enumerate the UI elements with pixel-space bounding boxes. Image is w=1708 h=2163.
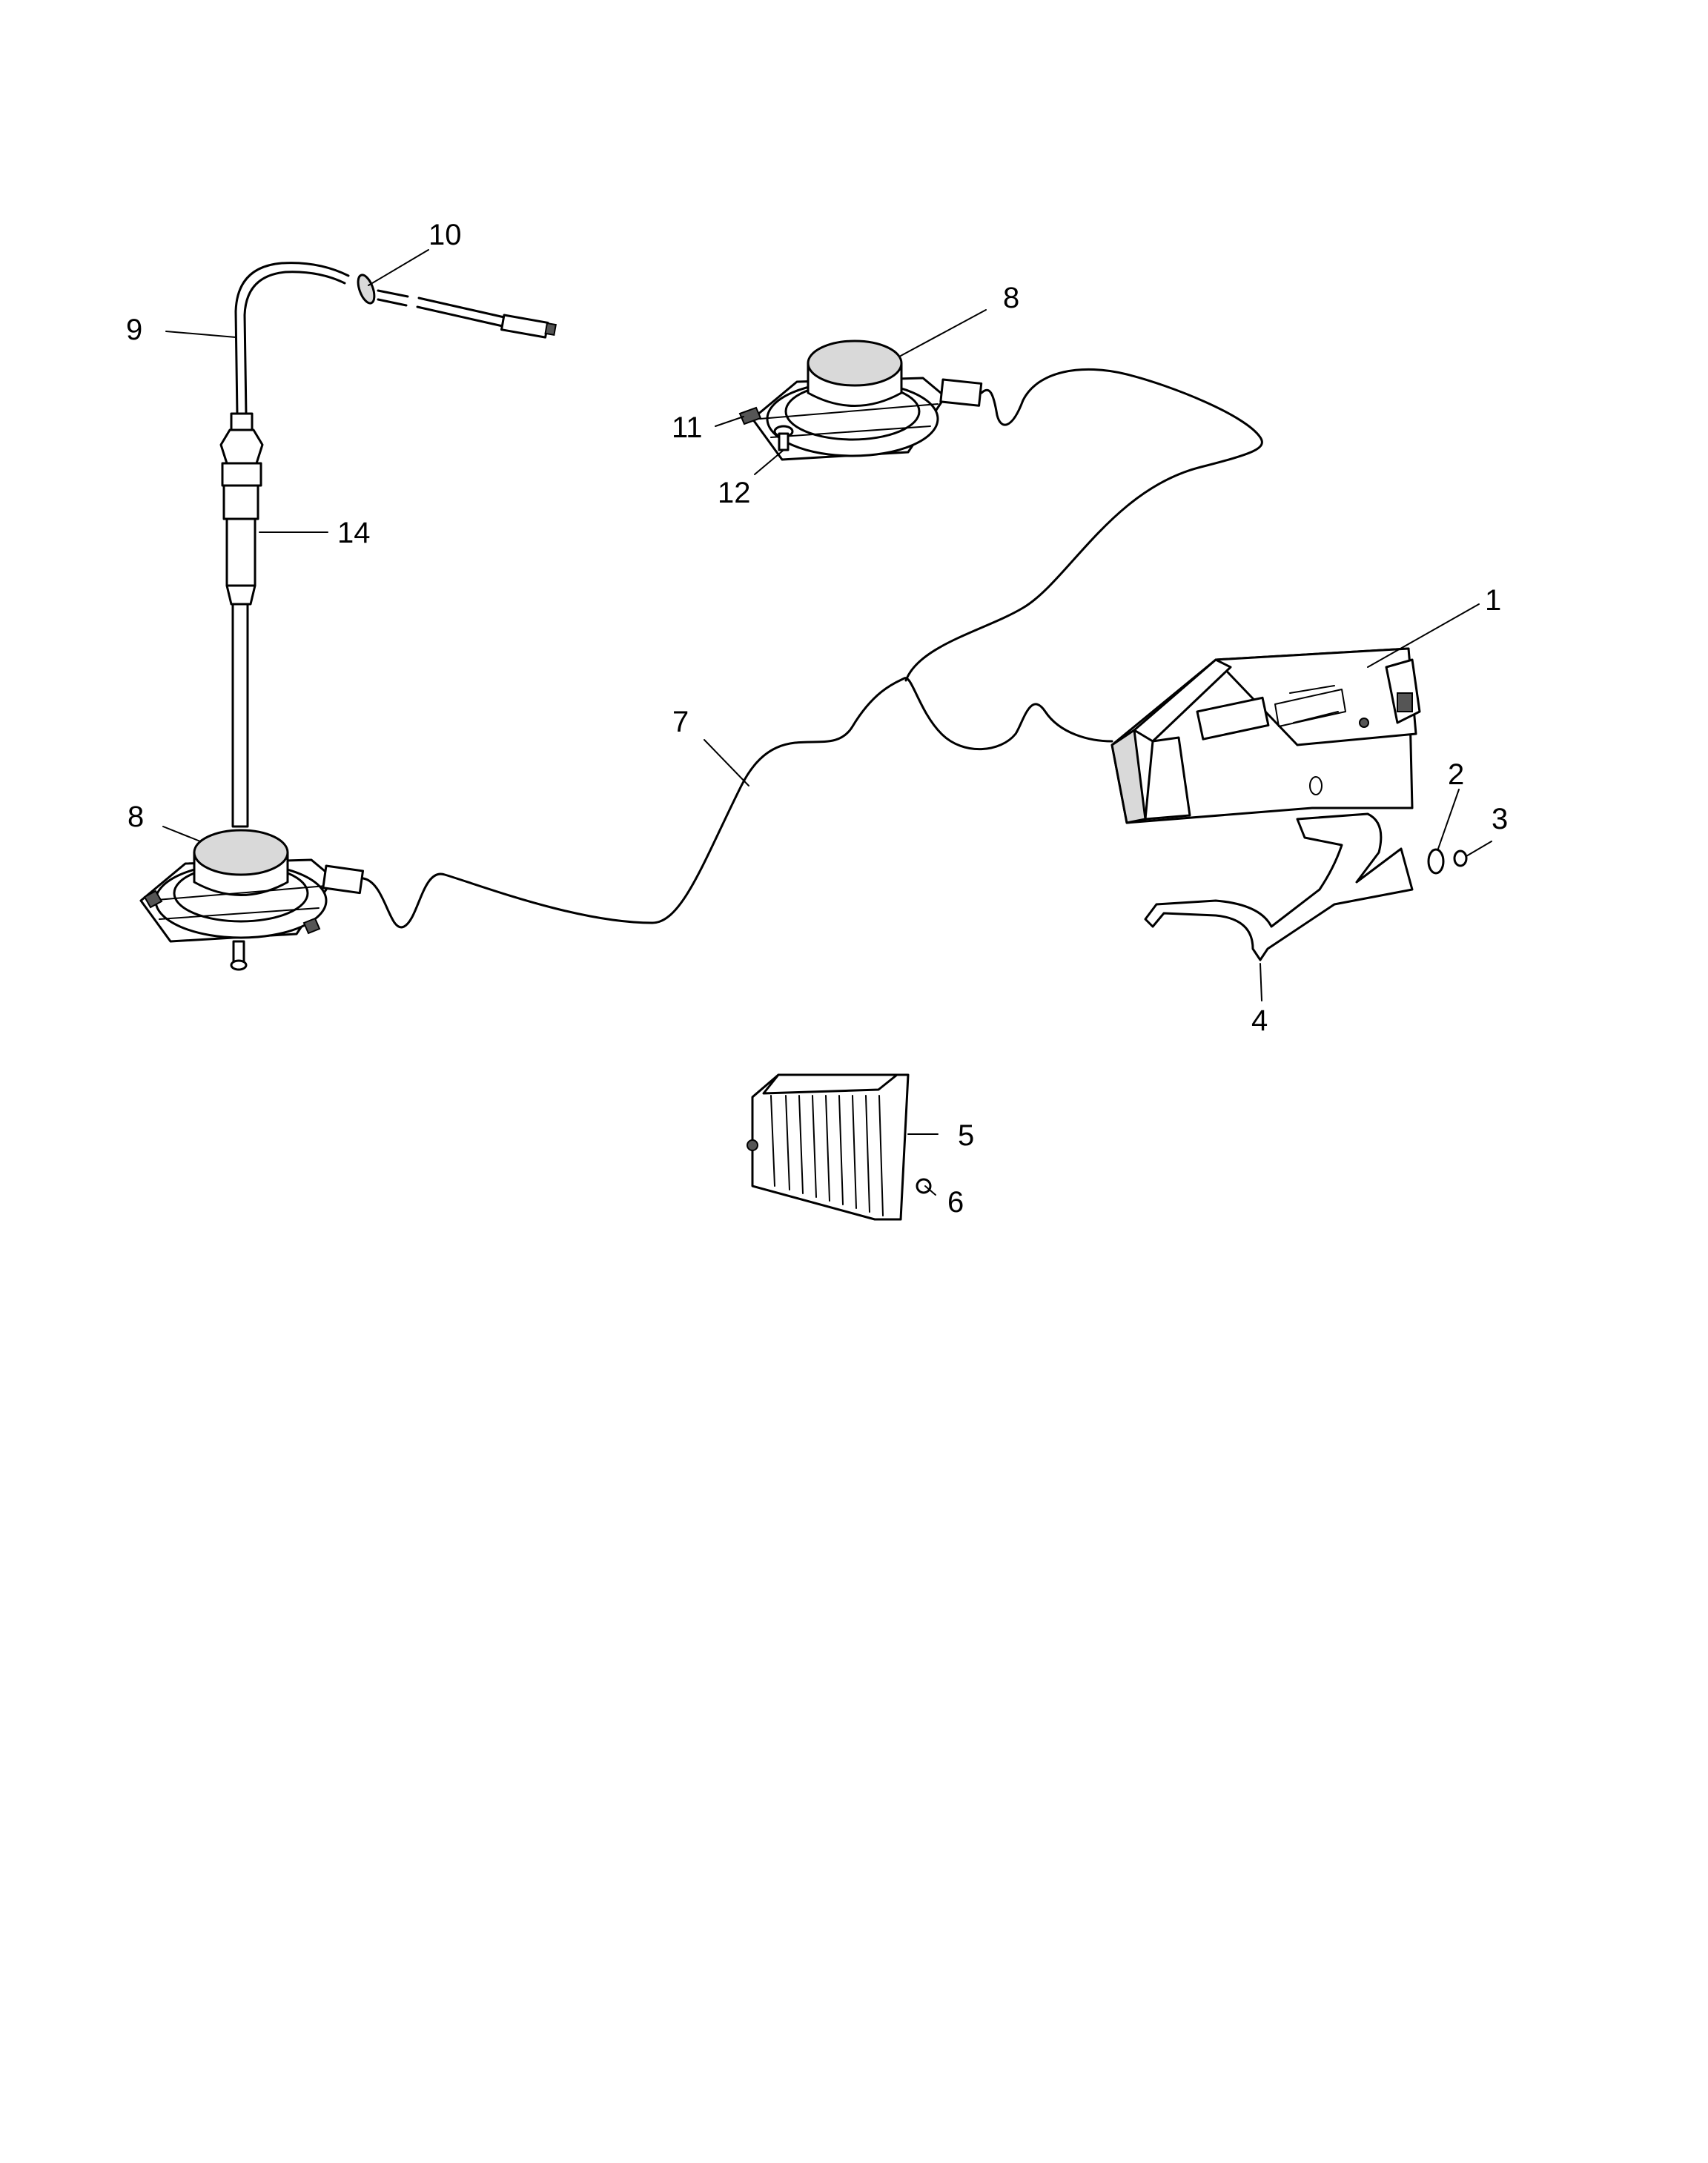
callout-6: 6 bbox=[947, 1186, 964, 1219]
callout-8-left: 8 bbox=[128, 801, 144, 833]
callout-11: 11 bbox=[672, 411, 703, 444]
callout-7: 7 bbox=[672, 706, 689, 738]
mounting-bracket bbox=[1144, 812, 1468, 961]
callout-9: 9 bbox=[126, 314, 142, 346]
callout-3: 3 bbox=[1492, 803, 1508, 835]
heat-sink bbox=[747, 1073, 932, 1221]
callout-5: 5 bbox=[958, 1119, 974, 1152]
callout-12: 12 bbox=[718, 477, 751, 509]
callout-10: 10 bbox=[428, 219, 462, 251]
antenna-assembly bbox=[219, 262, 557, 828]
callout-8-top: 8 bbox=[1003, 282, 1019, 314]
callout-4: 4 bbox=[1251, 1004, 1268, 1037]
callout-2: 2 bbox=[1448, 758, 1464, 791]
speaker-harness-wire bbox=[362, 368, 1263, 929]
speaker-left bbox=[139, 829, 365, 971]
speaker-top bbox=[738, 339, 983, 461]
callout-labels: 1 2 3 4 5 6 7 8 8 9 10 11 12 14 bbox=[126, 219, 1508, 1219]
radio-unit bbox=[1110, 647, 1421, 824]
callout-1: 1 bbox=[1485, 584, 1501, 617]
callout-14: 14 bbox=[337, 517, 371, 549]
leader-lines bbox=[162, 249, 1492, 1196]
